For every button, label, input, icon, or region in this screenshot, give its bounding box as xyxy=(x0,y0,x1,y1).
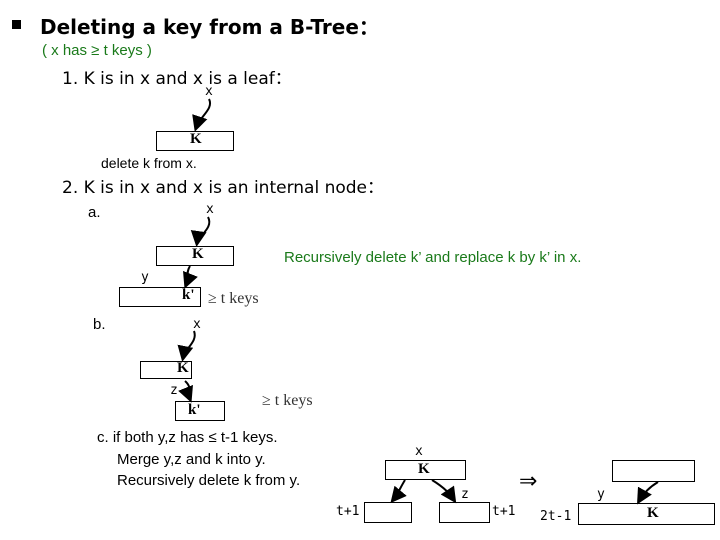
case2c-right-arrow xyxy=(431,479,457,504)
case2a-child-y-label: y xyxy=(141,270,149,285)
case2c-merged-y-label: y xyxy=(597,487,605,502)
case2a-predecessor-key: k' xyxy=(182,287,195,303)
case2c-line3: Recursively delete k from y. xyxy=(117,472,301,489)
case2b-key: K xyxy=(177,360,189,376)
case2b-node-x-label: x xyxy=(193,317,201,332)
case2c-merged-parent-node xyxy=(612,460,695,482)
case2c-left-count: t+1 xyxy=(336,504,360,519)
case1-label: 1. K is in x and x is a leaf： xyxy=(62,69,292,89)
case2b-x-arrow xyxy=(177,330,196,362)
case2b-label: b. xyxy=(93,316,106,333)
case2c-right-child-label: z xyxy=(461,487,469,502)
case2c-line1: c. if both y,z has ≤ t-1 keys. xyxy=(97,429,278,446)
case2a-child-arrow xyxy=(183,265,198,289)
precondition-text: ( x has ≥ t keys ) xyxy=(42,42,152,59)
case2c-right-count: t+1 xyxy=(492,504,516,519)
case2c-left-arrow xyxy=(390,479,407,504)
case2b-keys-note: ≥ t keys xyxy=(262,392,313,409)
case1-caption: delete k from x. xyxy=(101,155,197,171)
merge-arrow-icon: ⇒ xyxy=(519,469,538,494)
case2c-right-child-node xyxy=(439,502,490,523)
case2c-left-child-node xyxy=(364,502,412,523)
case1-arrow xyxy=(192,98,212,132)
case2a-node-x-label: x xyxy=(206,202,214,217)
case2c-merged-key: K xyxy=(647,505,659,521)
case2a-label: a. xyxy=(88,204,101,221)
case2b-successor-key: k' xyxy=(188,402,201,418)
bullet-icon xyxy=(12,20,21,29)
case2b-child-z-node xyxy=(175,401,225,421)
case2c-line2: Merge y,z and k into y. xyxy=(117,451,266,468)
case2c-node-x xyxy=(385,460,466,480)
page-title: Deleting a key from a B-Tree： xyxy=(40,15,379,39)
case1-key: K xyxy=(190,131,202,147)
case2a-x-arrow xyxy=(190,216,211,247)
case2c-key: K xyxy=(418,461,430,477)
case2b-child-z-label: z xyxy=(170,383,178,398)
case2-label: 2. K is in x and x is an internal node： xyxy=(62,178,385,198)
case2a-child-y-node xyxy=(119,287,201,307)
case2a-description: Recursively delete k’ and replace k by k… xyxy=(284,249,582,266)
case2a-keys-note: ≥ t keys xyxy=(208,290,259,307)
case2c-node-x-label: x xyxy=(415,444,423,459)
case2c-merged-arrow xyxy=(637,481,659,505)
case2b-node-x xyxy=(140,361,192,379)
case2b-child-arrow xyxy=(178,380,193,403)
case2a-key: K xyxy=(192,246,204,262)
case1-node-x-label: x xyxy=(205,84,213,99)
case2c-merged-count: 2t-1 xyxy=(540,509,572,524)
